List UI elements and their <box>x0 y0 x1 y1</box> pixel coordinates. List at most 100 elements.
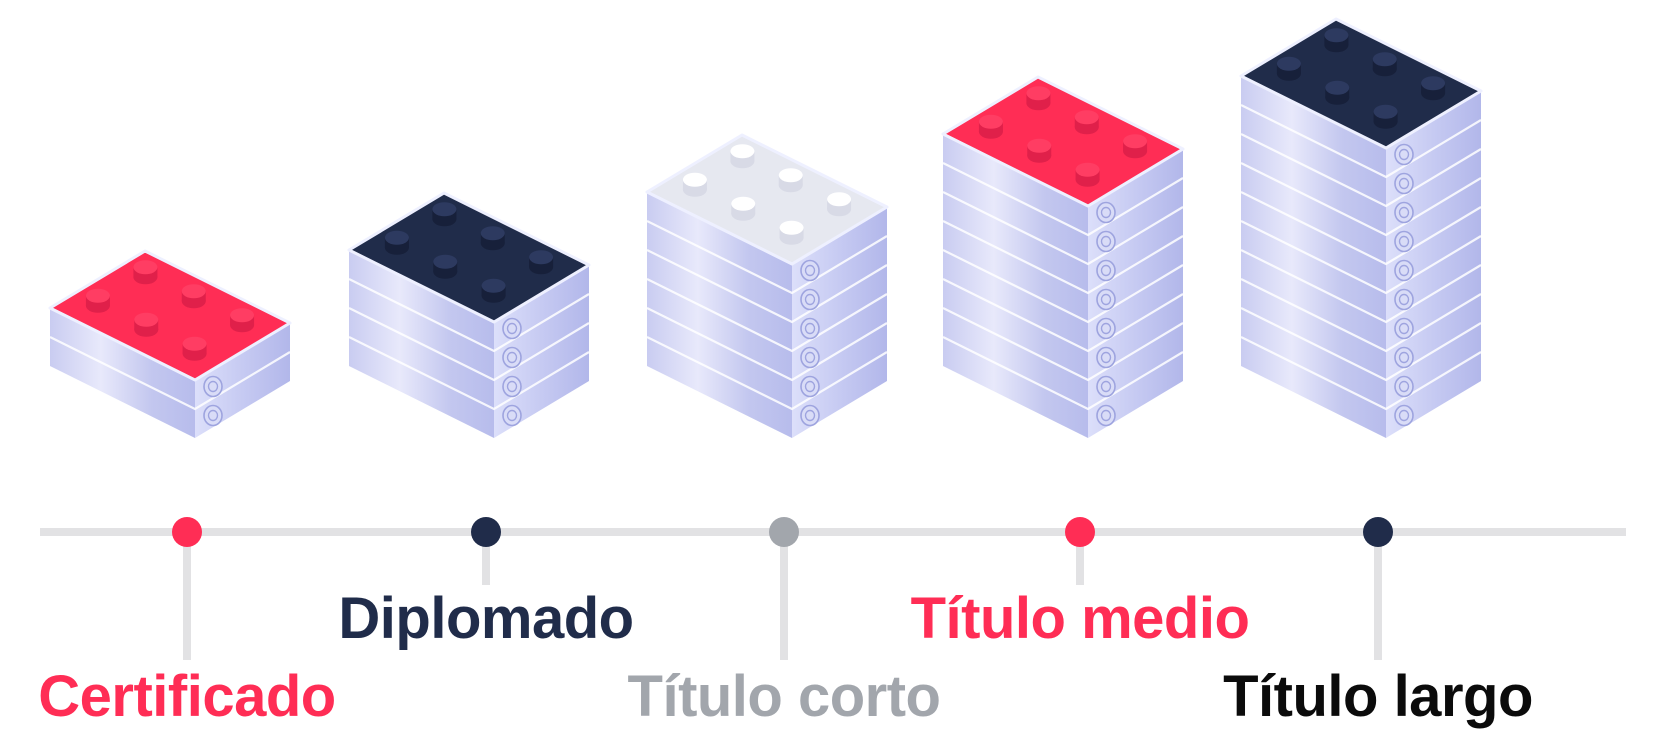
timeline-dot <box>172 517 202 547</box>
brick-stud <box>529 250 554 275</box>
brick-stud <box>1325 80 1350 105</box>
stack-label: Certificado <box>38 664 336 729</box>
check-badge-icon <box>1096 404 1116 427</box>
brick-stud <box>1373 104 1398 129</box>
brick-top-face <box>48 249 292 382</box>
brick-stud <box>182 336 207 361</box>
brick-stud <box>827 192 852 217</box>
layer-seam <box>1240 336 1482 411</box>
brick-stud <box>133 260 158 285</box>
stack-label: Título largo <box>1223 664 1533 729</box>
brick-stud <box>230 308 255 333</box>
layer-seam <box>1240 307 1482 382</box>
brick-stack <box>941 75 1185 438</box>
brick-stud <box>1027 138 1052 163</box>
brick-stack <box>347 191 591 438</box>
layer-seam <box>1240 278 1482 353</box>
check-badge-icon <box>203 404 223 427</box>
layer-seam <box>942 307 1184 382</box>
stack-label: Título corto <box>627 664 941 729</box>
brick-stack <box>48 249 292 438</box>
brick-stud <box>1074 110 1099 135</box>
check-badge-icon <box>1394 346 1414 369</box>
check-badge-icon <box>1096 259 1116 282</box>
brick-stud <box>384 230 409 255</box>
brick-stud <box>779 220 804 245</box>
check-badge-icon <box>1394 143 1414 166</box>
check-badge-icon <box>1096 201 1116 224</box>
layer-seam <box>49 336 291 411</box>
layer-seam <box>942 249 1184 324</box>
timeline-dot <box>769 517 799 547</box>
brick-stud <box>1372 52 1397 77</box>
layer-seam <box>942 191 1184 266</box>
check-badge-icon <box>800 346 820 369</box>
layer-seam <box>646 220 888 295</box>
brick-stud <box>134 312 159 337</box>
brick-stud <box>1324 28 1349 53</box>
layer-seam <box>646 336 888 411</box>
check-badge-icon <box>1096 230 1116 253</box>
layer-seam <box>348 336 590 411</box>
layer-seam <box>942 278 1184 353</box>
check-badge-icon <box>1394 317 1414 340</box>
brick-stud <box>731 196 756 221</box>
check-badge-icon <box>1096 288 1116 311</box>
brick-stud <box>682 172 707 197</box>
layer-seam <box>348 307 590 382</box>
timeline-dot <box>471 517 501 547</box>
check-badge-icon <box>1096 346 1116 369</box>
brick-stud <box>85 288 110 313</box>
brick-stud <box>1026 86 1051 111</box>
check-badge-icon <box>1394 172 1414 195</box>
brick-stud <box>1276 56 1301 81</box>
layer-seam <box>646 307 888 382</box>
brick-stud <box>778 168 803 193</box>
layer-seam <box>942 162 1184 237</box>
brick-stack <box>645 133 889 438</box>
check-badge-icon <box>1394 201 1414 224</box>
check-badge-icon <box>800 288 820 311</box>
layer-seam <box>1240 133 1482 208</box>
layer-seam <box>1240 191 1482 266</box>
brick-stud <box>433 254 458 279</box>
check-badge-icon <box>1394 404 1414 427</box>
check-badge-icon <box>800 259 820 282</box>
layer-seam <box>1240 104 1482 179</box>
check-badge-icon <box>203 375 223 398</box>
layer-seam <box>1240 220 1482 295</box>
brick-stud <box>432 202 457 227</box>
check-badge-icon <box>502 317 522 340</box>
brick-stud <box>481 278 506 303</box>
brick-top-face <box>1239 17 1483 150</box>
brick-top-face <box>941 75 1185 208</box>
check-badge-icon <box>502 346 522 369</box>
layer-seam <box>646 249 888 324</box>
layer-seam <box>942 220 1184 295</box>
brick-stud <box>1075 162 1100 187</box>
layer-seam <box>646 278 888 353</box>
brick-stud <box>730 144 755 169</box>
timeline-dot <box>1363 517 1393 547</box>
check-badge-icon <box>800 317 820 340</box>
check-badge-icon <box>1394 288 1414 311</box>
check-badge-icon <box>502 375 522 398</box>
layer-seam <box>348 278 590 353</box>
brick-stud <box>480 226 505 251</box>
layer-seam <box>1240 249 1482 324</box>
check-badge-icon <box>1096 317 1116 340</box>
layer-seam <box>1240 162 1482 237</box>
check-badge-icon <box>1394 259 1414 282</box>
stack-label: Título medio <box>910 586 1250 651</box>
brick-top-face <box>347 191 591 324</box>
check-badge-icon <box>502 404 522 427</box>
check-badge-icon <box>800 375 820 398</box>
check-badge-icon <box>1096 375 1116 398</box>
stack-label: Diplomado <box>338 586 634 651</box>
brick-top-face <box>645 133 889 266</box>
brick-stud <box>1123 134 1148 159</box>
layer-seam <box>942 336 1184 411</box>
timeline-dot <box>1065 517 1095 547</box>
brick-stud <box>181 284 206 309</box>
